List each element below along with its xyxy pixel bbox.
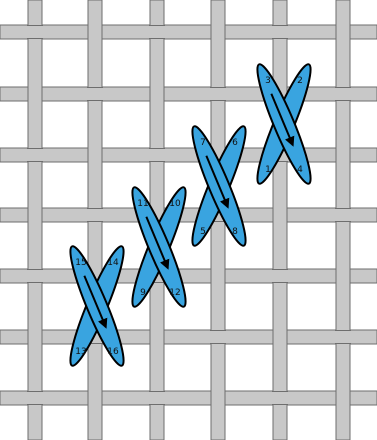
fabric-weave-horizontal-threads (0, 25, 377, 405)
stitch-2-label-bottom-left: 5 (200, 227, 206, 237)
stitch-2-label-bottom-right: 8 (232, 227, 238, 237)
thread-crossing (272, 269, 288, 283)
stitch-3-label-bottom-left: 9 (140, 288, 146, 298)
thread-crossing (149, 391, 165, 405)
horizontal-thread (0, 330, 377, 344)
thread-crossing (27, 269, 43, 283)
thread-crossing (87, 87, 103, 101)
stitch-1-label-bottom-left: 1 (265, 165, 271, 175)
thread-crossing (27, 148, 43, 162)
vertical-thread (273, 0, 287, 440)
horizontal-thread (0, 208, 377, 222)
stitch-4-label-bottom-left: 13 (75, 347, 86, 357)
stitch-3-label-top-right: 10 (169, 199, 181, 209)
thread-crossing (27, 391, 43, 405)
stitch-4-label-bottom-right: 16 (107, 347, 119, 357)
horizontal-thread (0, 87, 377, 101)
horizontal-thread (0, 391, 377, 405)
vertical-thread (28, 0, 42, 440)
thread-crossing (272, 391, 288, 405)
thread-crossing (335, 87, 351, 101)
thread-crossing (27, 25, 43, 39)
thread-crossing (149, 25, 165, 39)
stitch-2-label-top-left: 7 (200, 138, 206, 148)
thread-crossing (149, 148, 165, 162)
stitch-1-label-top-right: 2 (297, 76, 303, 86)
thread-crossing (210, 87, 226, 101)
thread-crossing (335, 330, 351, 344)
horizontal-thread (0, 148, 377, 162)
stitch-3-label-bottom-right: 12 (169, 288, 180, 298)
stitch-1-label-top-left: 3 (265, 76, 271, 86)
stitch-4-label-top-right: 14 (107, 258, 119, 268)
thread-crossing (335, 208, 351, 222)
horizontal-thread (0, 269, 377, 283)
thread-crossing (210, 330, 226, 344)
stitch-3-label-top-left: 11 (137, 199, 148, 209)
stitch-2-label-top-right: 6 (232, 138, 238, 148)
stitch-4-label-top-left: 15 (75, 258, 86, 268)
horizontal-thread (0, 25, 377, 39)
thread-crossing (272, 25, 288, 39)
stitch-1-label-bottom-right: 4 (297, 165, 303, 175)
thread-crossing (87, 208, 103, 222)
